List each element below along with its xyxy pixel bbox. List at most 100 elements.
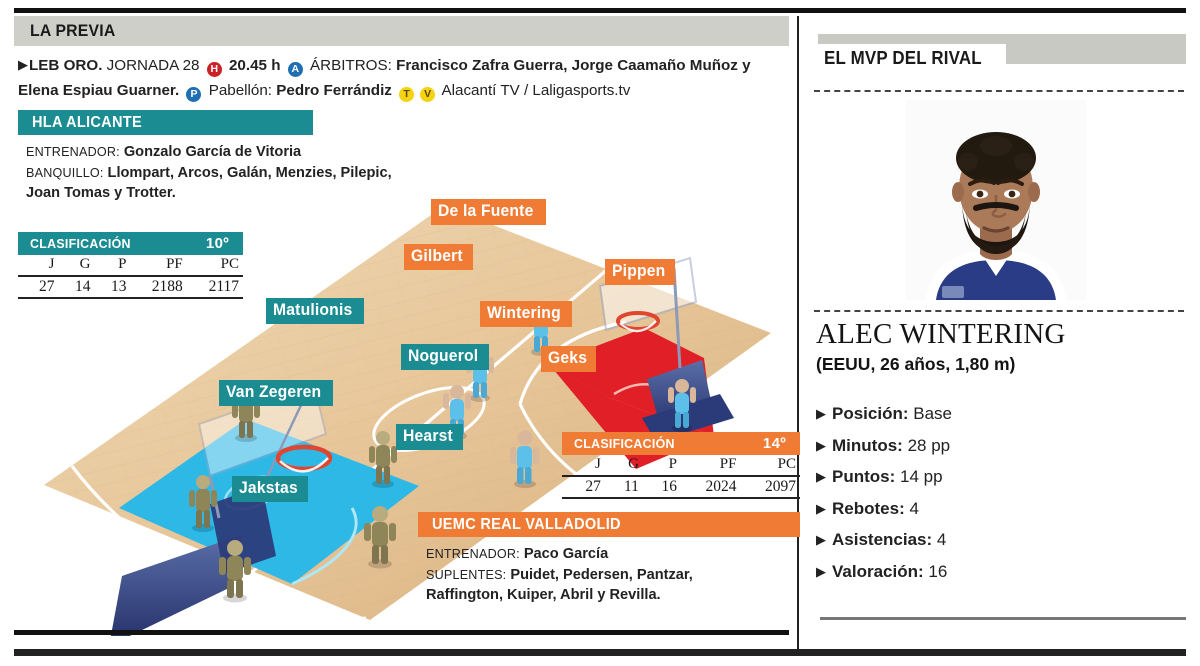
referee-names: Francisco Zafra Guerra, Jorge Caamaño Mu… [18,57,751,99]
list-item: ▶Rebotes: 4 [816,493,1176,525]
home-classification-position: 10º [205,235,229,252]
home-value-pf: 2188 [130,275,187,299]
away-value-p: 16 [642,475,681,499]
round-label: JORNADA 28 [106,57,200,74]
list-item: ▶Asistencias: 4 [816,524,1176,556]
away-coach-row: ENTRENADOR: Paco García [426,544,756,565]
mvp-divider-bottom [814,310,1184,312]
court-svg [32,198,784,636]
section-title: LA PREVIA [30,21,116,40]
table-row: J G P PF PC [18,255,243,276]
player-name-text: De la Fuente [438,202,534,220]
right-column: EL MVP DEL RIVAL [810,16,1186,631]
bottom-rule-full [14,649,1186,656]
mvp-player-details: (EEUU, 26 años, 1,80 m) [816,354,1016,374]
away-team-name: UEMC REAL VALLADOLID [432,516,621,533]
away-classification-header: CLASIFICACIÓN 14º [562,432,800,455]
left-stand-column [210,486,276,574]
col-header-j: J [594,456,601,472]
home-coach-row: ENTRENADOR: Gonzalo García de Vitoria [26,142,396,163]
bullet-triangle-icon: ▶ [816,469,826,484]
left-net [279,457,329,473]
home-team-name: HLA ALICANTE [32,114,142,131]
home-classification-header: CLASIFICACIÓN 10º [18,232,243,255]
left-key-arc [291,507,358,586]
right-rim [616,311,660,331]
player-name-text: Geks [548,349,588,367]
away-classification-table: J G P PF PC 27 11 16 2024 2097 [562,455,800,499]
away-classification: CLASIFICACIÓN 14º J G P PF PC 27 11 16 2… [562,432,800,499]
list-item: ▶Puntos: 14 pp [816,461,1176,493]
away-value-pf: 2024 [680,475,741,499]
referee-label: ÁRBITROS: [309,57,392,74]
column-divider [797,16,799,651]
stat-value: 4 [936,530,947,549]
table-row: 27 11 16 2024 2097 [562,475,800,499]
away-classification-title: CLASIFICACIÓN [574,436,675,451]
bullet-triangle-icon: ▶ [816,563,826,579]
list-item: ▶Minutos: 28 pp [816,430,1176,462]
court-illustration: Matulionis Van Zegeren Jakstas Noguerol … [14,136,789,636]
col-header-j: J [48,256,55,272]
right-net [619,320,657,333]
player-label-de-la-fuente: De la Fuente [431,199,546,225]
player-figure-noguerol [369,431,397,488]
player-label-matulionis: Matulionis [266,298,364,324]
home-value-pc: 2117 [186,275,243,299]
mvp-section-title: EL MVP DEL RIVAL [824,48,982,68]
home-team-header: HLA ALICANTE [18,110,313,135]
left-rim [275,444,333,472]
venue-label: Pabellón: [208,82,273,99]
player-label-jakstas: Jakstas [232,476,308,502]
tv-channels: Alacantí TV / Laligasports.tv [441,82,631,99]
mvp-divider-top [814,90,1184,92]
home-bench-row: BANQUILLO: Llompart, Arcos, Galán, Menzi… [26,163,396,204]
home-coach-label: ENTRENADOR: [26,145,120,159]
section-header-bar [14,16,789,46]
tv-badge-icon-2: V [420,87,436,102]
away-value-pc: 2097 [740,475,800,499]
table-row: J G P PF PC [562,455,800,476]
col-header-g: G [79,256,91,272]
player-label-gilbert: Gilbert [404,244,473,270]
match-time: 20.45 h [228,57,281,74]
bottom-rule-left [14,630,789,635]
away-classification-position: 14º [762,435,786,452]
player-name-text: Noguerol [408,347,479,365]
list-item: ▶Valoración: 16 [816,556,1176,588]
player-figure-pippen [668,379,696,432]
home-value-j: 27 [18,275,59,299]
player-label-van-zegeren: Van Zegeren [219,380,334,406]
referee-badge-icon: A [287,62,303,77]
tv-badge-icon-1: T [399,87,415,102]
home-classification-table: J G P PF PC 27 14 13 2188 2117 [18,255,243,299]
home-classification-title: CLASIFICACIÓN [30,236,131,251]
home-value-g: 14 [58,275,95,299]
stat-value: 14 pp [900,467,943,486]
match-info-line: ▶LEB ORO. JORNADA 28 H 20.45 h A ÁRBITRO… [18,52,793,103]
home-classification: CLASIFICACIÓN 10º J G P PF PC 27 14 13 2… [18,232,243,299]
player-figure-geks [510,430,540,488]
player-label-geks: Geks [541,346,597,372]
away-bench-row: SUPLENTES: Puidet, Pedersen, Pantzar, Ra… [426,565,756,606]
player-label-noguerol: Noguerol [401,344,490,370]
list-item: ▶Posición: Base [816,398,1176,430]
player-label-pippen: Pippen [605,259,676,285]
stat-label: Posición: [832,404,909,423]
away-bench-label: SUPLENTES: [426,567,507,582]
mvp-photo [906,100,1086,300]
home-value-p: 13 [94,275,131,299]
col-header-pc: PC [220,256,239,272]
stat-value: Base [913,404,952,423]
bottom-rule-right [820,617,1186,620]
competition-name: LEB ORO. [29,57,103,74]
stat-value: 28 pp [907,435,951,455]
mvp-player-name: ALEC WINTERING [816,318,1066,350]
venue-name: Pedro Ferrándiz [276,82,392,99]
bullet-triangle-icon: ▶ [816,437,826,453]
player-label-wintering: Wintering [480,301,572,327]
left-stand-base [110,534,244,636]
table-row: 27 14 13 2188 2117 [18,275,243,299]
away-team-staff: ENTRENADOR: Paco García SUPLENTES: Puide… [426,544,756,606]
